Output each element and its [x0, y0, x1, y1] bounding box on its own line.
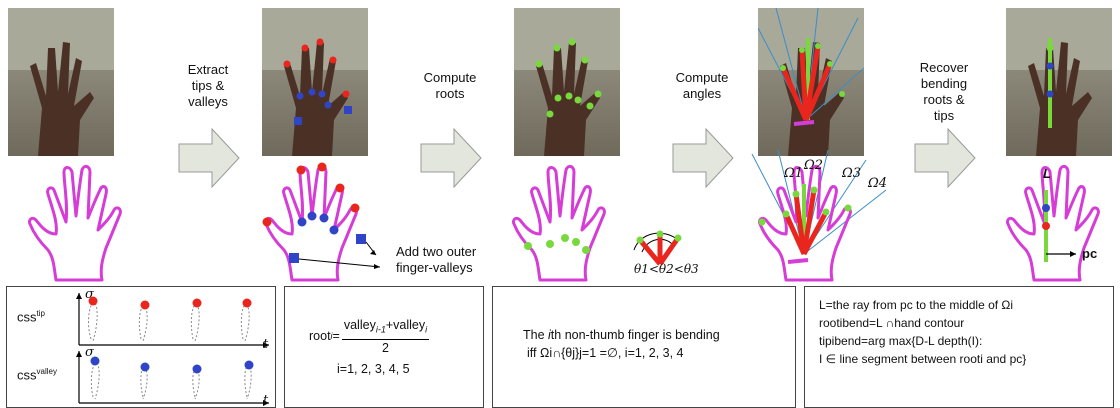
add-valleys-label: Add two outer finger-valleys [396, 244, 477, 275]
t-label-bottom: t [263, 393, 269, 408]
contour-5 [1005, 164, 1100, 282]
box-recover-definition: L=the ray from pc to the middle of Ωi ro… [804, 286, 1114, 408]
omega-4-label: Ω4 [868, 176, 888, 191]
arrow-step-4 [914, 128, 976, 188]
box-bending-rule: The ith non-thumb finger is bending iff … [492, 286, 796, 408]
contour-4 [751, 150, 887, 282]
sigma-label-top: σ [85, 287, 94, 302]
photo-recover [1006, 8, 1112, 156]
arrow-step-1 [178, 128, 240, 188]
css-valley-label: cssvalley [17, 367, 57, 383]
arrow-step-2 [420, 128, 482, 188]
contour-diagram-row [27, 150, 1100, 282]
photo-original [8, 8, 114, 156]
contour-3 [511, 164, 606, 282]
contour-2 [262, 162, 381, 282]
omega-1-label: Ω1 [784, 166, 804, 181]
angle-inset [633, 230, 682, 266]
photo-angles [758, 8, 864, 156]
omega-2-label: Ω2 [804, 158, 824, 173]
css-tip-label: csstip [17, 309, 45, 325]
sigma-label-bottom: σ [85, 345, 94, 360]
t-label-top: t [263, 337, 269, 352]
css-plots [76, 293, 269, 406]
photo-roots [514, 8, 620, 156]
photo-tips-valleys [262, 8, 368, 156]
theta-order-label: θ1<θ2<θ3 [634, 262, 699, 276]
omega-3-label: Ω3 [842, 166, 862, 181]
pc-label: pc [1082, 246, 1098, 261]
L-label: L [1043, 166, 1051, 181]
root-index-range: i=1, 2, 3, 4, 5 [337, 362, 410, 376]
contour-1 [27, 164, 122, 282]
arrow-step-3 [672, 128, 734, 188]
box-css-plots: csstip cssvalley σ σ t t [6, 286, 276, 408]
